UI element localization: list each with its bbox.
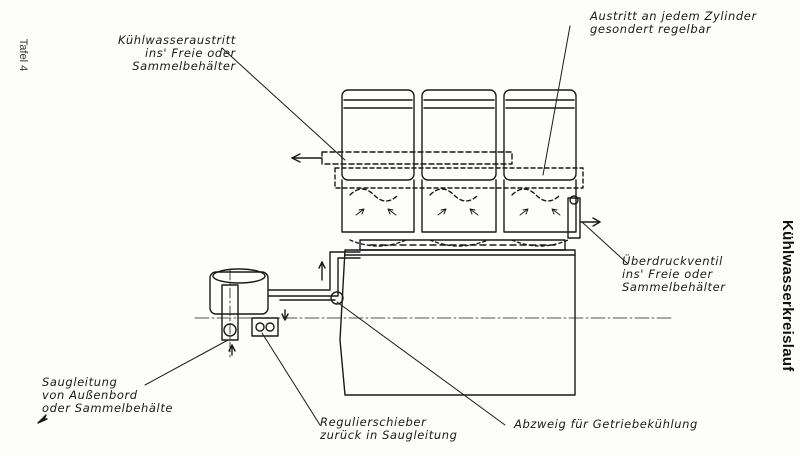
cylinder-3 [503, 89, 577, 247]
inlet-arrow [228, 344, 236, 356]
diagram-title: Kühlwasserkreislauf [779, 220, 796, 372]
water-pump [209, 268, 279, 341]
label-regulierschieber: Regulierschieber zurück in Saugleitung [320, 415, 458, 442]
water-jacket [334, 167, 584, 202]
label-saugleitung: Saugleitung von Außenbord oder Sammelbeh… [42, 375, 174, 415]
label-kuehlwasseraustritt: Kühlwasseraustritt ins' Freie oder Samme… [118, 33, 236, 73]
riser-pipe [267, 251, 361, 305]
cylinder-2 [421, 89, 497, 247]
leader-lines [144, 25, 629, 426]
distribution-pipe [359, 239, 566, 251]
bypass-arrow [281, 309, 289, 321]
cylinder-1 [341, 89, 415, 247]
relief-valve [567, 195, 601, 239]
plate-label: Tafel 4 [17, 38, 29, 72]
outlet-manifold [291, 151, 513, 165]
label-austritt-zylinder: Austritt an jedem Zylinder gesondert reg… [590, 9, 757, 36]
label-abzweig: Abzweig für Getriebekühlung [514, 417, 698, 431]
pen-mark [37, 414, 48, 424]
engine-crankcase [339, 249, 576, 396]
label-ueberdruckventil: Überdruckventil ins' Freie oder Sammelbe… [622, 254, 726, 294]
circulation-arrows [355, 208, 561, 216]
